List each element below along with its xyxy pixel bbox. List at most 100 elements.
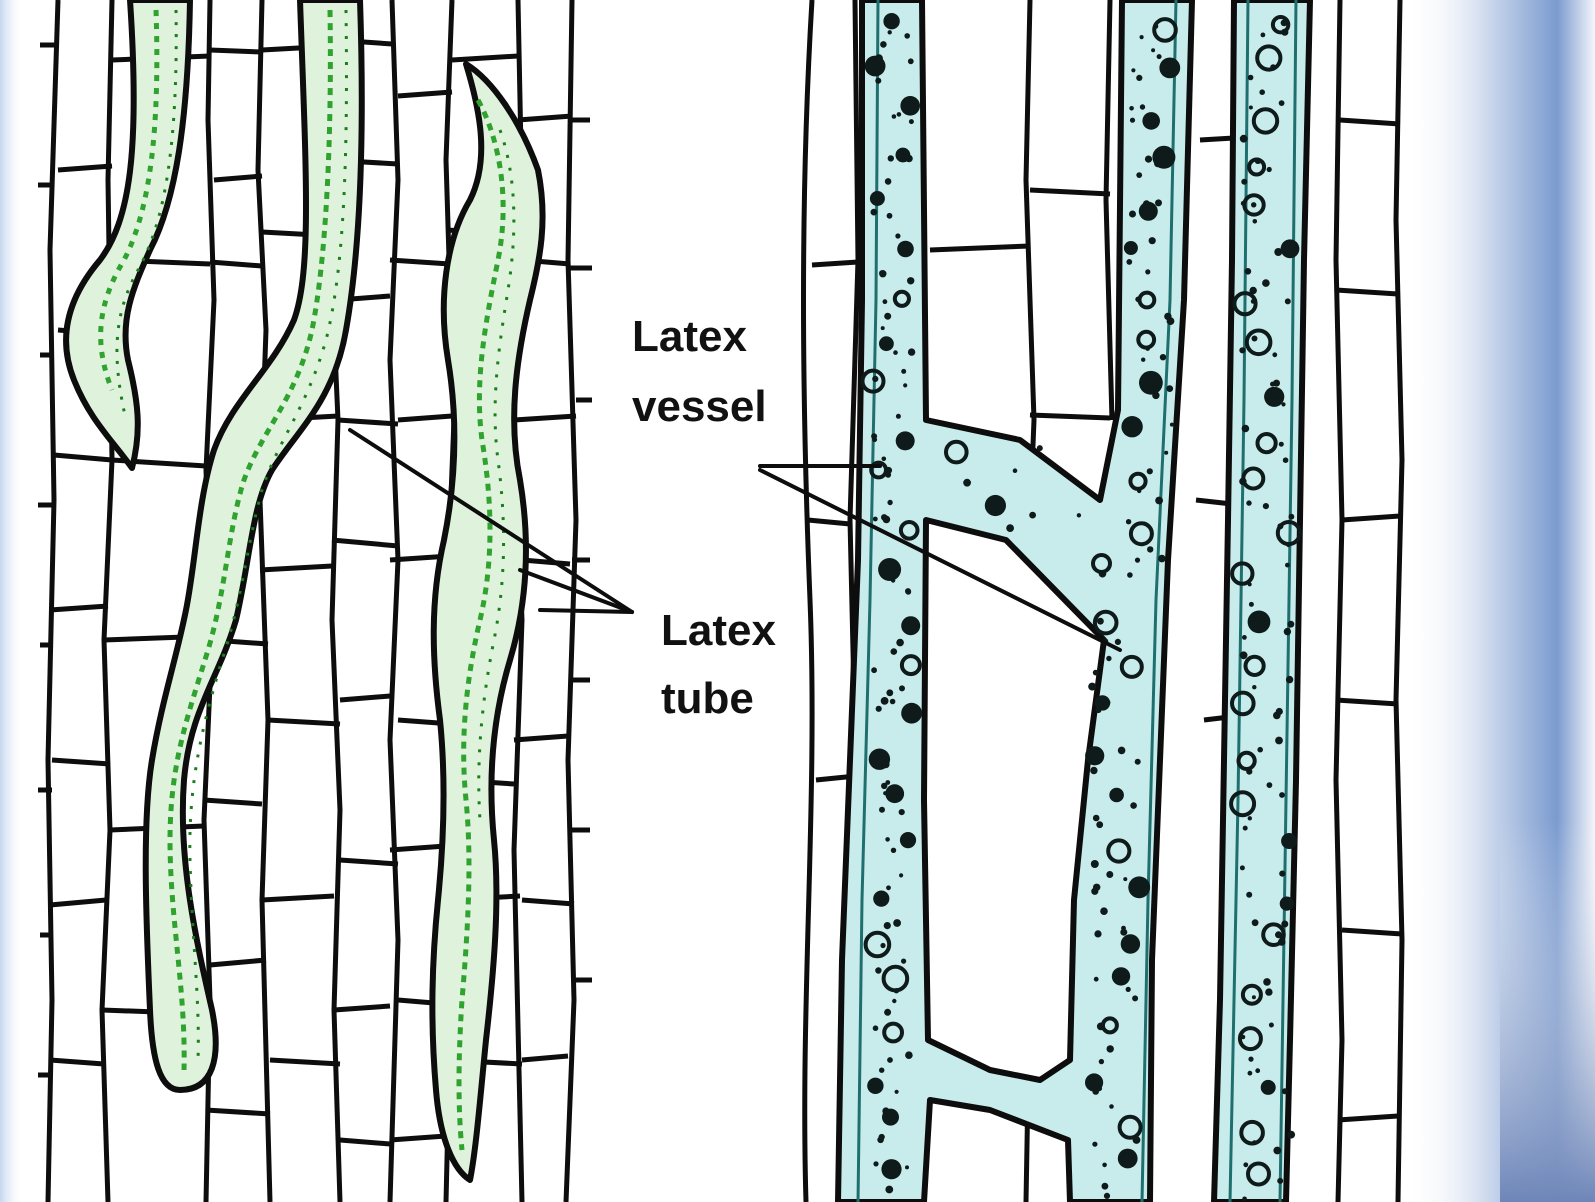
vessel-stipple-dot [884,313,891,320]
vessel-stipple-dot [1158,555,1166,563]
vessel-stipple-dot [895,1090,899,1094]
vessel-stipple-dot [881,326,885,330]
vessel-stipple-dot [1239,347,1245,353]
vessel-stipple-dot [882,457,887,462]
vessel-granule [1118,1149,1138,1169]
vessel-stipple-dot [873,517,878,522]
vessel-stipple-dot [885,837,890,842]
vessel-stipple-dot [879,1068,884,1073]
vessel-stipple-dot [893,919,901,927]
vessel-stipple-dot [1252,685,1256,689]
vessel-stipple-dot [1121,926,1126,931]
vessel-stipple-dot [963,479,971,487]
vessel-stipple-dot [1242,425,1250,433]
vessel-stipple-dot [1243,826,1248,831]
vessel-stipple-dot [1249,602,1254,607]
vessel-stipple-dot [1252,336,1258,342]
vessel-stipple-dot [883,299,888,304]
vessel-stipple-dot [1106,871,1113,878]
vessel-stipple-dot [1166,385,1173,392]
right-edge-shade-bottom [1500,820,1595,1202]
vessel-stipple-dot [876,706,882,712]
vessel-stipple-dot [888,155,894,161]
vessel-stipple-dot [1077,513,1081,517]
left-edge-shade [0,0,24,1202]
vessel-stipple-dot [1287,1131,1295,1139]
vessel-stipple-dot [1252,919,1259,926]
vessel-stipple-dot [1286,676,1293,683]
vessel-stipple-dot [1273,1147,1281,1155]
vessel-stipple-dot [890,699,896,705]
vessel-stipple-dot [1095,707,1101,713]
vessel-stipple-dot [879,270,886,277]
vessel-granule [881,1159,901,1179]
vessel-stipple-dot [1093,815,1100,822]
vessel-stipple-dot [1279,100,1285,106]
vessel-stipple-dot [903,625,907,629]
vessel-stipple-dot [1279,792,1285,798]
vessel-granule [1159,58,1180,79]
vessel-stipple-dot [1164,313,1171,320]
vessel-stipple-dot [884,1009,891,1016]
vessel-stipple-dot [1243,1162,1248,1167]
vessel-stipple-dot [1100,907,1108,915]
vessel-stipple-dot [1257,747,1263,753]
vessel-stipple-dot [1123,877,1127,881]
vessel-granule [879,336,894,351]
vessel-stipple-dot [1088,683,1096,691]
vessel-stipple-dot [1140,104,1145,109]
vessel-stipple-dot [1279,871,1285,877]
vessel-stipple-dot [909,119,914,124]
vessel-stipple-dot [1284,628,1291,635]
vessel-stipple-dot [1288,621,1295,628]
vessel-stipple-dot [1240,651,1248,659]
vessel-stipple-dot [879,807,885,813]
vessel-stipple-dot [1263,978,1271,986]
vessel-stipple-dot [1267,167,1272,172]
vessel-stipple-dot [1275,737,1283,745]
vessel-stipple-dot [1129,106,1134,111]
vessel-stipple-dot [1090,767,1097,774]
vessel-stipple-dot [1155,199,1162,206]
vessel-stipple-dot [1248,1057,1253,1062]
vessel-granule [1112,967,1130,985]
latex-tubes-green [66,0,543,1180]
vessel-stipple-dot [872,376,878,382]
vessel-granule [883,13,899,29]
vessel-stipple-dot [882,761,890,769]
vessel-stipple-dot [1153,386,1158,391]
vessel-stipple-dot [873,1161,878,1166]
vessel-stipple-dot [1149,237,1156,244]
vessel-stipple-dot [1273,380,1280,387]
vessel-stipple-dot [1261,33,1266,38]
vessel-stipple-dot [1269,1023,1274,1028]
vessel-stipple-dot [901,959,906,964]
vessel-stipple-dot [1140,35,1144,39]
vessel-stipple-dot [1106,656,1111,661]
vessel-stipple-dot [1287,840,1293,846]
vessel-granule [1139,371,1163,395]
vessel-stipple-dot [1241,179,1247,185]
vessel-stipple-dot [1248,75,1254,81]
vessel-stipple-dot [905,155,913,163]
vessel-granule [1121,416,1142,437]
vessel-stipple-dot [1263,503,1269,509]
vessel-stipple-dot [893,350,898,355]
vessel-granule [1280,897,1294,911]
vessel-stipple-dot [1259,89,1265,95]
vessel-stipple-dot [887,1057,893,1063]
vessel-stipple-dot [1102,1183,1109,1190]
vessel-stipple-dot [899,809,905,815]
vessel-stipple-dot [885,780,890,785]
vessel-granule [1142,112,1160,130]
vessel-stipple-dot [1274,248,1282,256]
vessel-stipple-dot [881,514,887,520]
vessel-stipple-dot [1147,546,1153,552]
vessel-stipple-dot [885,178,892,185]
label-latex-vessel-line1: Latex [632,302,747,372]
vessel-stipple-dot [1285,563,1290,568]
vessel-granule [985,495,1006,516]
label-latex-tube-line2: tube [661,664,754,734]
latex-vessels-teal [838,0,1310,1202]
